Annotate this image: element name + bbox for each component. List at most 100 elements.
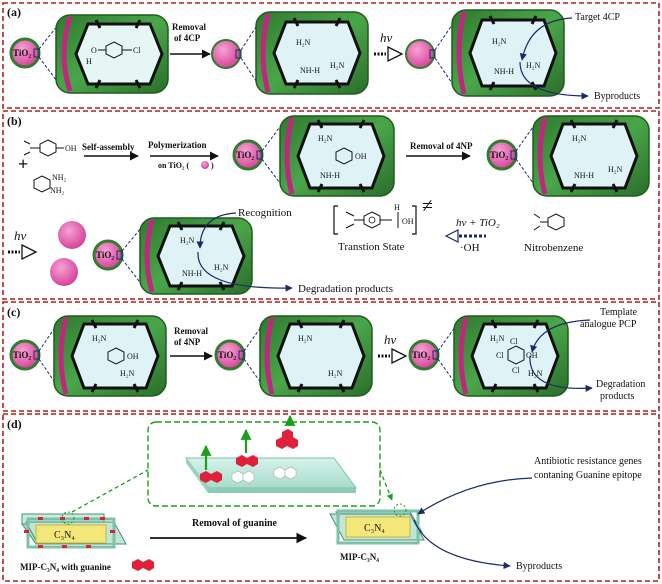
hydroxyl-radical-label: ·OH <box>460 242 480 254</box>
step-removal-4np: Removal of 4NP <box>410 141 473 151</box>
svg-text:OH: OH <box>526 351 538 360</box>
step-removal-guanine: Removal of guanine <box>192 518 278 529</box>
svg-text:H₂N: H₂N <box>492 37 507 46</box>
light-hv: hν <box>384 332 397 347</box>
imprint-site <box>273 466 297 480</box>
svg-text:OH: OH <box>355 152 367 161</box>
tio2-particle: TiO₂ <box>9 37 41 69</box>
svg-text:NH₂: NH₂ <box>50 186 65 195</box>
target-capsule: H₂N NH-H H₂N <box>451 9 565 97</box>
svg-text:TiO₂: TiO₂ <box>490 150 508 160</box>
nitrophenol-structure: OH <box>23 139 77 157</box>
byproducts-label-d: Byproducts <box>516 561 562 572</box>
svg-text:H: H <box>394 203 400 212</box>
svg-text:H₂N: H₂N <box>214 263 229 272</box>
template-analogue-label: Template analogue PCP <box>580 307 640 330</box>
antibiotic-genes-note: Antibiotic resistance genes contaning Gu… <box>534 456 644 481</box>
mip-c3n4-caption: MIP-C₃N₄ <box>340 552 379 562</box>
byproducts-label: Byproducts <box>594 91 640 102</box>
svg-text:H₂N: H₂N <box>572 134 587 143</box>
svg-text:Cl: Cl <box>510 337 518 346</box>
svg-text:TiO₂: TiO₂ <box>13 350 31 360</box>
svg-text:OH: OH <box>402 217 414 226</box>
imprint-capsule: OH H₂N H₂N <box>53 315 167 397</box>
svg-text:H₂N: H₂N <box>298 334 313 343</box>
empty-cavity-capsule: H₂N NH-H H₂N <box>532 115 650 197</box>
degradation-products-label: Degradation products <box>596 379 648 402</box>
svg-text:NH₂: NH₂ <box>52 173 67 182</box>
svg-text:C₃N₄: C₃N₄ <box>364 523 385 534</box>
svg-text:TiO₂: TiO₂ <box>412 350 430 360</box>
svg-text:C₃N₄: C₃N₄ <box>54 530 75 541</box>
imprint-capsule: Cl O H <box>55 14 169 94</box>
svg-text:Cl: Cl <box>512 366 520 375</box>
panel-b-label: (b) <box>7 114 22 128</box>
nitrobenzene-label: Nitrobenzene <box>524 242 583 254</box>
plus-sign: + <box>18 154 28 174</box>
svg-text:H₂N: H₂N <box>608 165 623 174</box>
svg-text:NH-H: NH-H <box>300 66 320 75</box>
tio2-sphere <box>50 258 78 286</box>
mip-c3n4-guanine-caption: MIP-C₃N₄ with guanine <box>20 562 111 572</box>
imprint-site <box>231 470 255 484</box>
panel-a-border <box>2 2 660 109</box>
tio2-particle <box>405 39 436 69</box>
guanine-molecule <box>282 429 293 441</box>
panel-c-border <box>2 301 660 412</box>
step-removal-4cp: Removal of 4CP <box>172 22 208 43</box>
svg-text:NH-H: NH-H <box>494 67 514 76</box>
tio2-sphere <box>58 221 86 249</box>
step-polymerization: Polymerization <box>148 140 206 150</box>
svg-text:OH: OH <box>127 352 139 361</box>
panel-a-label: (a) <box>7 5 21 19</box>
guanine-molecule <box>200 471 222 483</box>
tio2-particle: TiO₂ <box>408 339 440 371</box>
hv-plus-tio2-label: hν + TiO₂ <box>456 217 500 229</box>
panel-c-label: (c) <box>7 305 20 319</box>
light-arrow-icon <box>378 347 408 365</box>
tio2-mini-icon <box>201 161 209 169</box>
light-hv: hν <box>14 228 27 243</box>
svg-text:H₂N: H₂N <box>318 134 333 143</box>
panel-b-border <box>2 110 660 300</box>
tio2-particle: TiO₂ <box>214 339 246 371</box>
svg-text:H₂N: H₂N <box>526 61 541 70</box>
guanine-molecule <box>236 455 258 467</box>
svg-text:H₂N: H₂N <box>120 369 135 378</box>
reaction-arrow-icon <box>444 229 486 243</box>
svg-text:H: H <box>86 57 92 66</box>
svg-text:Cl: Cl <box>133 46 141 55</box>
svg-text:NH-H: NH-H <box>320 171 340 180</box>
tio2-particle <box>211 39 242 69</box>
svg-text:H₂N: H₂N <box>180 236 195 245</box>
tio2-particle: TiO₂ <box>232 139 264 171</box>
svg-text:H₂N: H₂N <box>328 369 343 378</box>
tio2-particle: TiO₂ <box>92 239 124 271</box>
svg-text:TiO₂: TiO₂ <box>218 350 236 360</box>
svg-text:O: O <box>91 46 97 55</box>
svg-text:NH-H: NH-H <box>182 269 202 278</box>
svg-text:NH-H: NH-H <box>574 171 594 180</box>
svg-text:H₂N: H₂N <box>92 334 107 343</box>
step-polymerization-sub: on TiO₂ ( <box>158 161 189 170</box>
svg-text:): ) <box>211 161 214 170</box>
light-hv: hν <box>380 30 393 45</box>
svg-text:H₂N: H₂N <box>490 334 505 343</box>
panel-d-border <box>2 413 660 582</box>
svg-text:H₂N: H₂N <box>528 369 543 378</box>
recognition-label: Recognition <box>238 207 292 219</box>
svg-text:Cl: Cl <box>496 351 504 360</box>
step-self-assembly: Self-assembly <box>82 142 135 152</box>
transition-state-label: Transtion State <box>338 241 405 253</box>
mip-c3n4-frame: C₃N₄ <box>329 509 425 545</box>
degradation-products-label: Degradation products <box>298 283 393 295</box>
panel-d-label: (d) <box>7 417 22 431</box>
tio2-particle: TiO₂ <box>486 139 518 171</box>
imprint-capsule: OH H₂N NH-H <box>279 115 395 197</box>
phenylenediamine-structure: NH₂ NH₂ <box>33 173 67 195</box>
svg-text:OH: OH <box>65 144 77 153</box>
svg-text:H₂N: H₂N <box>330 61 345 70</box>
empty-cavity-capsule: H₂N NH-H H₂N <box>255 11 369 95</box>
tio2-particle: TiO₂ <box>9 339 41 371</box>
